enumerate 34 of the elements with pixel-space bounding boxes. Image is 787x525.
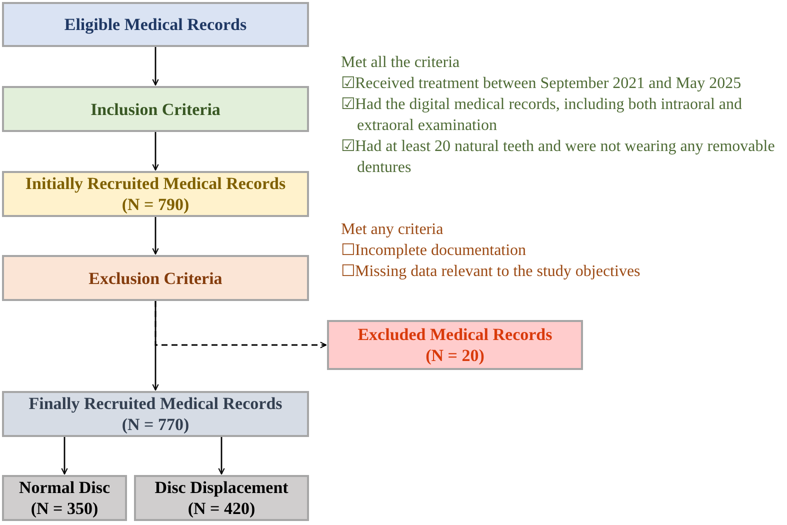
process-box [2,2,309,47]
arrow [152,132,159,171]
box-text: Eligible Medical Records [64,14,247,35]
criteria-item: ☐Missing data relevant to the study objectives [341,262,642,282]
arrow [218,437,225,475]
box-text: (N = 790) [122,194,190,215]
box-text: Exclusion Criteria [88,268,222,288]
criteria-heading: Met any criteria [341,220,444,240]
criteria-item: ☑Received treatment between September 2021 and May 2025 [341,74,742,94]
arrow [152,217,159,255]
box-text: Finally Recruited Medical Records [28,393,282,414]
arrow [152,47,159,86]
criteria-heading: Met all the criteria [341,53,461,73]
process-box [2,255,309,301]
process-box [2,86,309,132]
box-text: (N = 20) [426,345,484,366]
box-text: (N = 420) [188,498,256,519]
box-text: Inclusion Criteria [90,98,220,120]
box-text: Normal Disc [18,477,110,498]
criteria-item: ☐Incomplete documentation [341,241,528,261]
process-box [2,171,309,217]
arrow [154,301,327,348]
box-text: Initially Recruited Medical Records [25,173,286,194]
box-text: (N = 350) [30,498,98,519]
process-box [2,475,127,521]
box-text: Excluded Medical Records [358,324,552,345]
criteria-item: ☑Had at least 20 natural teeth and were not wearing any removable dentures [341,137,776,178]
criteria-item: ☑Had the digital medical records, including both intraoral and extraoral examination [341,95,743,136]
process-box [134,475,309,521]
arrow [61,437,68,475]
process-box [2,391,309,437]
box-text: (N = 770) [122,414,190,435]
process-box [327,320,583,370]
box-text: Disc Displacement [154,477,288,498]
